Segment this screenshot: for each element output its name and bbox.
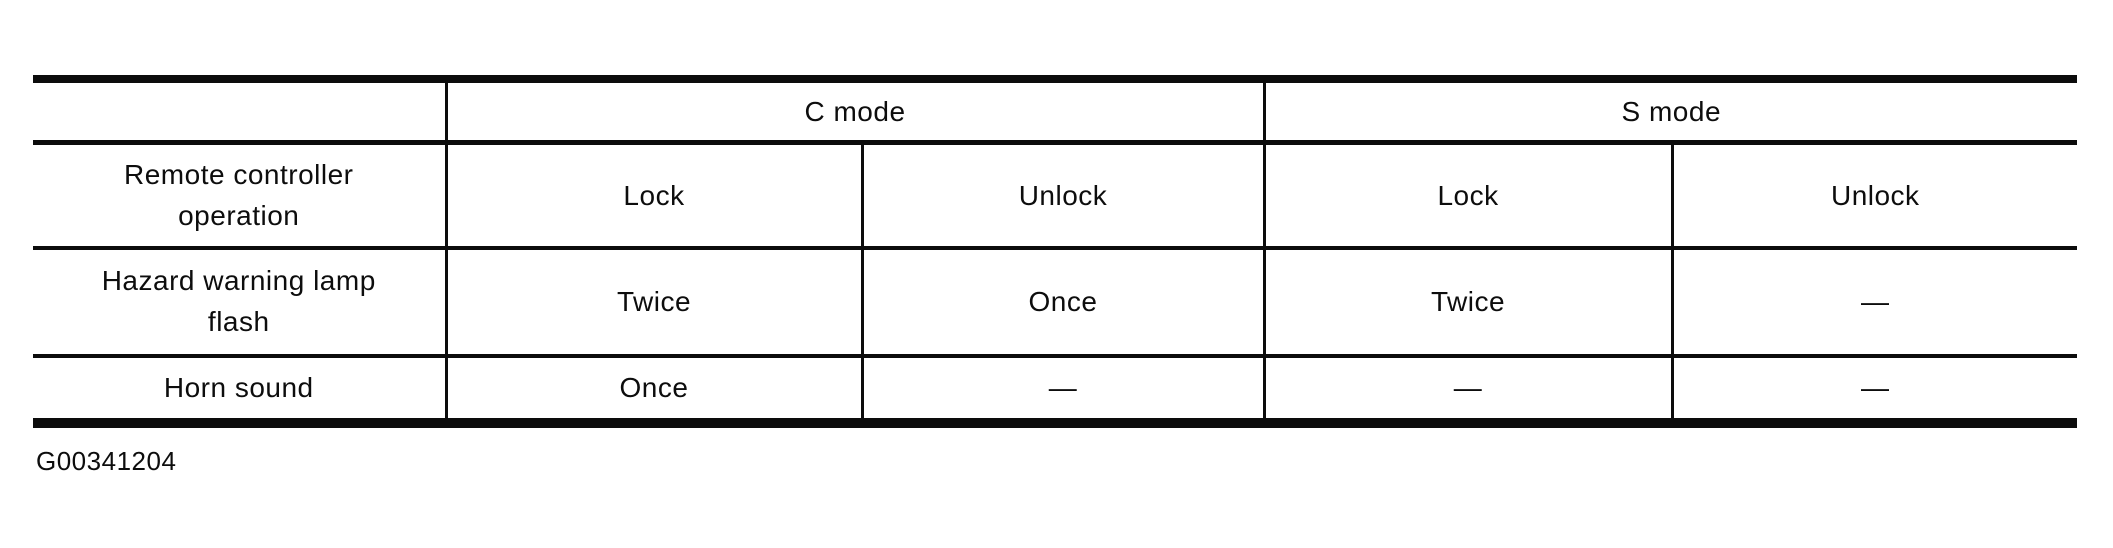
figure-id-caption: G00341204 [36, 446, 177, 476]
cell-s-mode-unlock: Unlock [1670, 142, 2078, 250]
row-label-text: Hazard warning lamp flash [101, 265, 376, 337]
column-header-c-mode: C mode [444, 75, 1265, 145]
row-label: Hazard warning lamp flash [33, 248, 446, 358]
header-row: C mode S mode [33, 75, 2078, 145]
cell-c-mode-lock: Lock [444, 142, 862, 250]
cell-s-mode-unlock: — [1670, 356, 2078, 428]
row-label: Remote controller operation [33, 142, 446, 250]
row-label-text: Horn sound [163, 371, 314, 403]
cell-c-mode-unlock: — [860, 356, 1265, 428]
table-row-horn-sound: Horn sound Once — — — [33, 356, 2078, 428]
cell-c-mode-unlock: Unlock [860, 142, 1265, 250]
table-row-hazard-warning-lamp-flash: Hazard warning lamp flash Twice Once Twi… [33, 248, 2078, 358]
cell-c-mode-lock: Twice [444, 248, 862, 358]
cell-s-mode-lock: Lock [1262, 142, 1673, 250]
remote-controller-mode-table: C mode S mode Remote controller operatio… [33, 75, 2078, 428]
cell-s-mode-lock: — [1262, 356, 1673, 428]
cell-s-mode-unlock: — [1670, 248, 2078, 358]
cell-c-mode-lock: Once [444, 356, 862, 428]
cell-s-mode-lock: Twice [1262, 248, 1673, 358]
column-header-s-mode: S mode [1262, 75, 2078, 145]
corner-cell [33, 75, 446, 145]
row-label-text: Remote controller operation [124, 158, 354, 231]
row-label: Horn sound [33, 356, 446, 428]
table-row-remote-controller-operation: Remote controller operation Lock Unlock … [33, 142, 2078, 250]
cell-c-mode-unlock: Once [860, 248, 1265, 358]
